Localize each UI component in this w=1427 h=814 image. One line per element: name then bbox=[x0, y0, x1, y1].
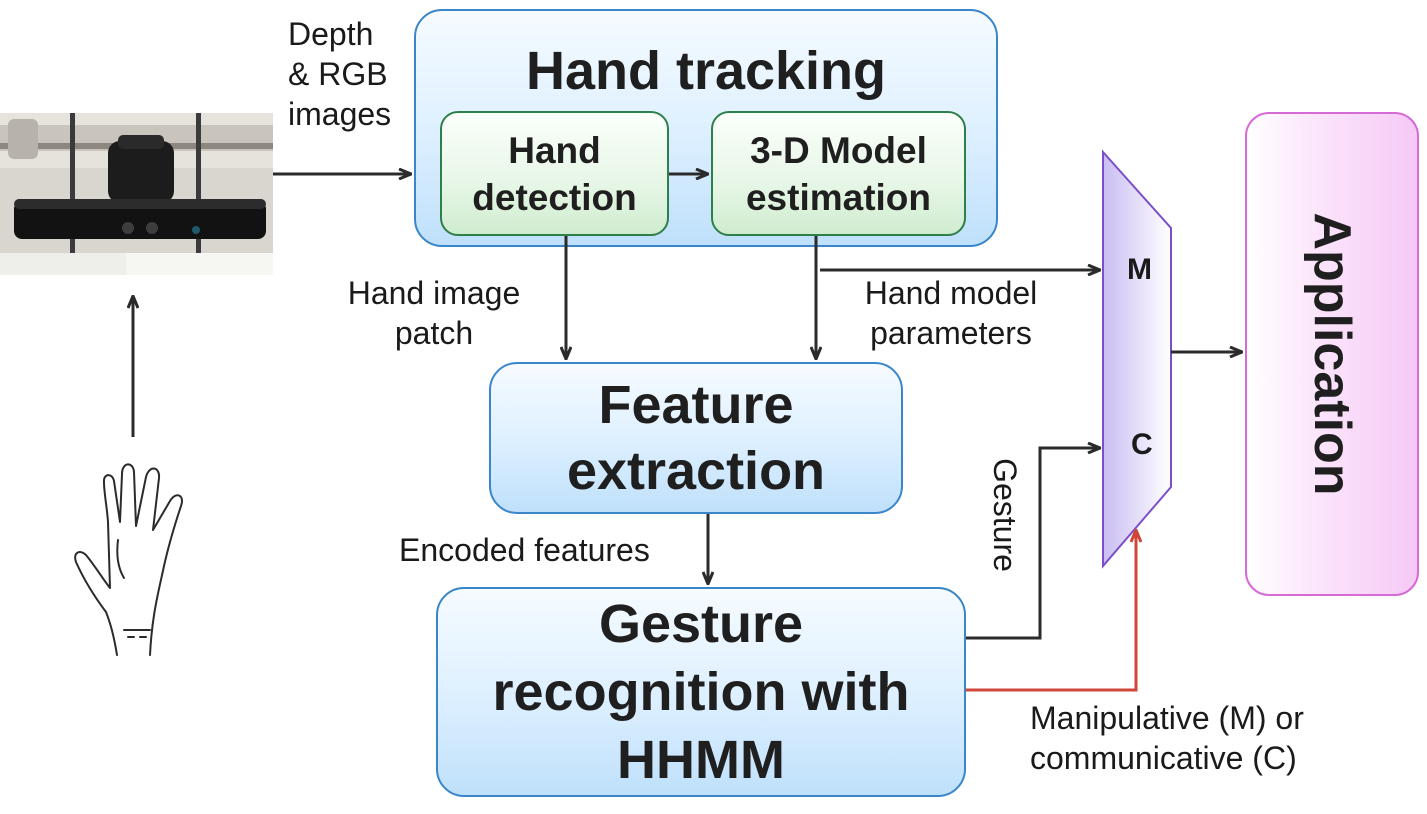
gesture-recognition-line-2: recognition with bbox=[492, 662, 910, 722]
mux-c-label: C bbox=[1131, 428, 1153, 461]
model-estimation-line-1: 3-D Model bbox=[750, 129, 927, 171]
input-label-line-2: & RGB bbox=[288, 56, 388, 92]
model-estimation-box: 3-D Model estimation bbox=[711, 111, 966, 236]
gesture-label: Gesture bbox=[987, 458, 1023, 572]
hand-drawing bbox=[74, 463, 183, 656]
hand-image-patch-line-1: Hand image bbox=[347, 275, 521, 311]
hand-model-parameters-line-1: Hand model bbox=[864, 275, 1038, 311]
mux-m-label: M bbox=[1127, 253, 1152, 286]
hand-image-patch-line-2: patch bbox=[394, 315, 474, 351]
feature-extraction-line-1: Feature bbox=[598, 375, 794, 435]
gesture-to-mux-arrow bbox=[966, 448, 1100, 640]
feature-extraction-line-2: extraction bbox=[566, 441, 826, 501]
mode-label: Manipulative (M) or communicative (C) bbox=[1030, 698, 1304, 778]
mode-multiplexer bbox=[1102, 149, 1172, 569]
hand-detection-line-2: detection bbox=[472, 176, 637, 218]
mode-select-arrow bbox=[966, 530, 1136, 692]
gesture-recognition-line-1: Gesture bbox=[598, 594, 804, 654]
input-label: Depth & RGB images bbox=[288, 14, 391, 134]
hand-detection-box: Hand detection bbox=[440, 111, 669, 236]
application-box bbox=[1245, 112, 1419, 596]
hand-model-parameters-line-2: parameters bbox=[870, 315, 1032, 351]
mode-label-line-1: Manipulative (M) or bbox=[1030, 700, 1304, 736]
model-estimation-line-2: estimation bbox=[745, 176, 932, 218]
hand-image-patch-label: Hand image patch bbox=[334, 273, 534, 353]
encoded-features-label: Encoded features bbox=[399, 532, 650, 568]
mode-label-line-2: communicative (C) bbox=[1030, 740, 1297, 776]
input-label-line-3: images bbox=[288, 96, 392, 132]
hand-detection-line-1: Hand bbox=[508, 129, 601, 171]
feature-extraction-box: Feature extraction bbox=[489, 362, 903, 514]
hand-model-parameters-label: Hand model parameters bbox=[849, 273, 1053, 353]
gesture-recognition-box: Gesture recognition with HHMM bbox=[436, 587, 966, 797]
gesture-recognition-line-3: HHMM bbox=[617, 730, 785, 790]
input-label-line-1: Depth bbox=[288, 16, 374, 52]
kinect-sensor-image bbox=[0, 113, 273, 275]
hand-tracking-title: Hand tracking bbox=[525, 41, 887, 101]
